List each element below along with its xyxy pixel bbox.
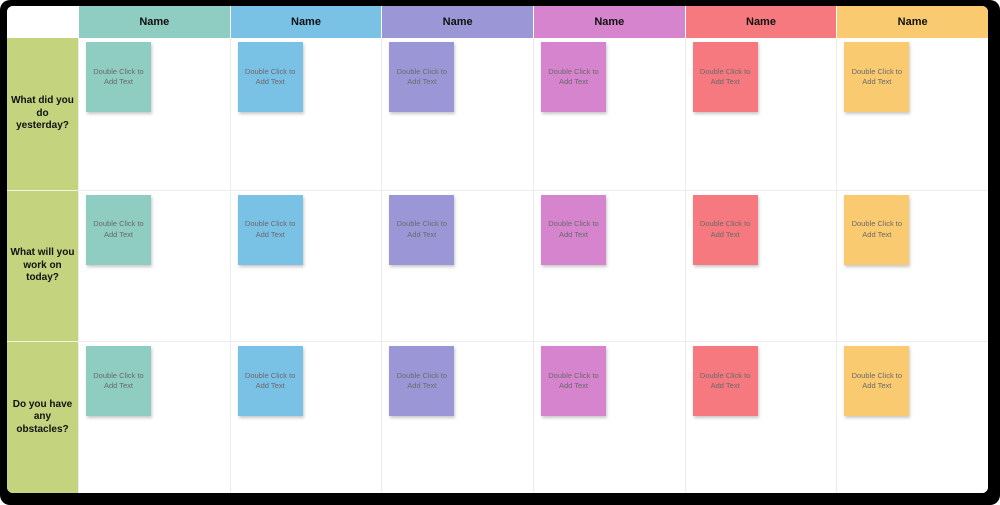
- sticky-note-text-line2: Add Text: [407, 229, 437, 239]
- sticky-note-text-line1: Double Click to: [851, 219, 903, 229]
- sticky-note-text-line2: Add Text: [407, 77, 437, 86]
- sticky-note-text-line1: Double Click to: [244, 219, 296, 229]
- sticky-note-text-line2: Add Text: [710, 229, 740, 239]
- sticky-note-text-line2: Add Text: [710, 77, 740, 86]
- sticky-note-text-line2: Add Text: [255, 77, 285, 86]
- sticky-note-text-line1: Double Click to: [699, 219, 751, 229]
- sticky-note-text-line1: Double Click to: [396, 219, 448, 229]
- sticky-note-text-line2: Add Text: [862, 381, 892, 391]
- sticky-note-text-line1: Double Click to: [548, 66, 599, 76]
- sticky-note-text-line1: Double Click to: [93, 219, 144, 229]
- sticky-note-text-line1: Double Click to: [851, 66, 903, 76]
- sticky-note-text-line2: Add Text: [558, 381, 589, 391]
- sticky-note-text-line2: Add Text: [255, 381, 285, 391]
- column-header[interactable]: Name: [381, 6, 533, 38]
- sticky-note-text-line2: Add Text: [103, 229, 134, 239]
- sticky-note-text-line2: Add Text: [710, 381, 740, 391]
- sticky-note-text-line2: Add Text: [103, 77, 134, 86]
- sticky-note-text-line2: Add Text: [862, 229, 892, 239]
- sticky-note-text-line2: Add Text: [558, 229, 589, 239]
- sticky-note-text-line1: Double Click to: [244, 370, 296, 380]
- column-header[interactable]: Name: [229, 6, 382, 38]
- sticky-note-text-line1: Double Click to: [93, 66, 144, 76]
- row-question[interactable]: What did you do yesterday?: [7, 38, 78, 190]
- sticky-note-text-line1: Double Click to: [396, 66, 448, 76]
- sticky-note-text-line2: Add Text: [558, 77, 589, 86]
- sticky-note-text-line1: Double Click to: [548, 219, 599, 229]
- column-header[interactable]: Name: [533, 6, 685, 38]
- sticky-note-text-line2: Add Text: [255, 229, 285, 239]
- column-header[interactable]: Name: [684, 6, 837, 38]
- sticky-note-text-line2: Add Text: [103, 381, 134, 391]
- sticky-note-text-line1: Double Click to: [396, 370, 448, 380]
- sticky-note-text-line1: Double Click to: [851, 370, 903, 380]
- sticky-note-text-line1: Double Click to: [699, 370, 751, 380]
- column-header[interactable]: Name: [836, 6, 988, 38]
- sticky-note-text-line1: Double Click to: [699, 66, 751, 76]
- sticky-note-text-line2: Add Text: [862, 77, 892, 86]
- sticky-note-text-line1: Double Click to: [244, 66, 296, 76]
- column-header[interactable]: Name: [78, 6, 230, 38]
- sticky-note-text-line2: Add Text: [407, 381, 437, 391]
- row-question[interactable]: Do you have any obstacles?: [7, 341, 78, 493]
- sticky-note-text-line1: Double Click to: [93, 370, 144, 380]
- sticky-note-text-line1: Double Click to: [548, 370, 599, 380]
- corner-cell: [7, 6, 78, 38]
- row-question[interactable]: What will you work on today?: [7, 189, 78, 342]
